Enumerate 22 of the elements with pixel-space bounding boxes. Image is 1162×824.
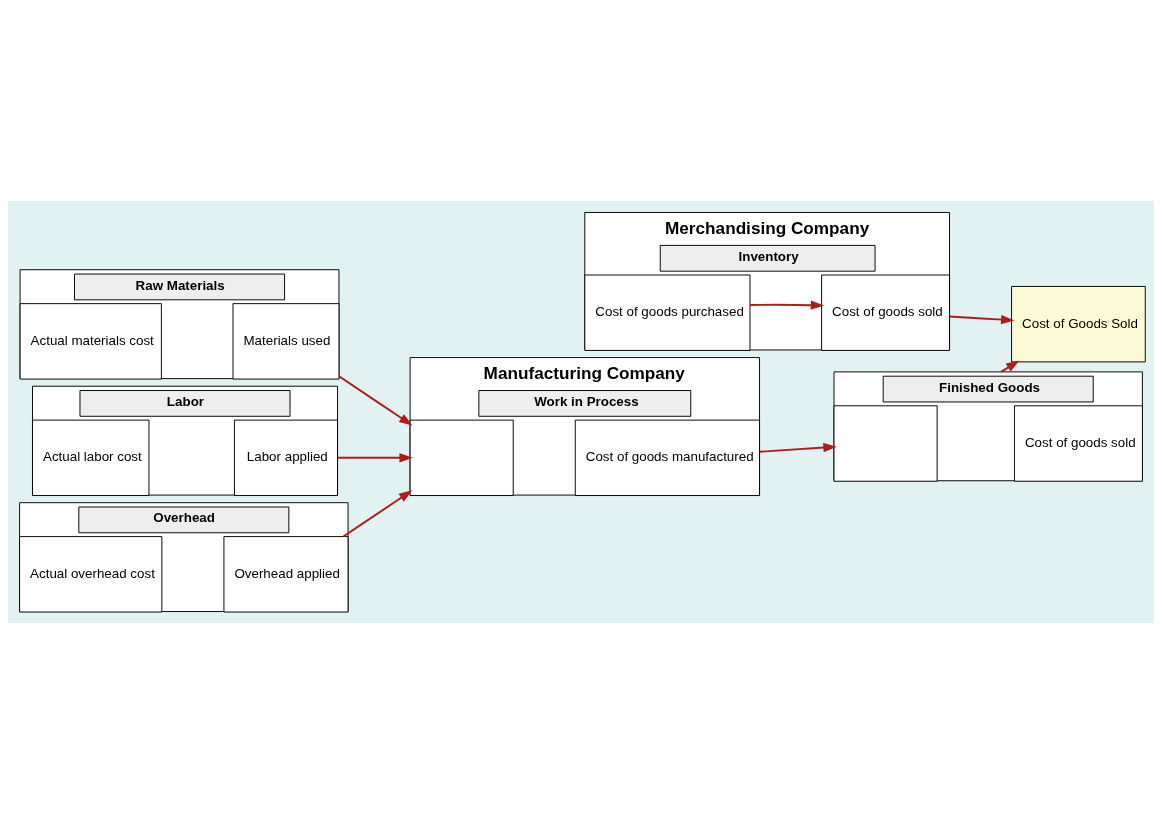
node-box: Actual labor cost: [32, 419, 150, 496]
arrow: [948, 314, 1015, 325]
arrow: [749, 300, 825, 310]
node-box: [833, 405, 938, 482]
node-label: Merchandising Company: [665, 218, 870, 239]
node-box: Overhead applied: [223, 536, 349, 613]
node-box: Actual materials cost: [19, 303, 162, 380]
node-box: Materials used: [232, 303, 340, 380]
node-box: Cost of goods purchased: [584, 274, 751, 351]
arrow: [342, 490, 413, 538]
node-box: Cost of goods manufactured: [574, 419, 760, 496]
node-box: Cost of Goods Sold: [1011, 285, 1146, 363]
arrow: [1000, 360, 1020, 373]
arrow: [338, 375, 413, 426]
node-box: Cost of goods sold: [1014, 405, 1143, 482]
node-label: Manufacturing Company: [483, 363, 685, 384]
node-box: Actual overhead cost: [19, 536, 163, 613]
node-box: [409, 419, 514, 496]
arrow: [758, 442, 837, 453]
arrow: [336, 453, 413, 463]
node-box: Labor applied: [233, 419, 338, 496]
node-box: Cost of goods sold: [821, 274, 950, 351]
